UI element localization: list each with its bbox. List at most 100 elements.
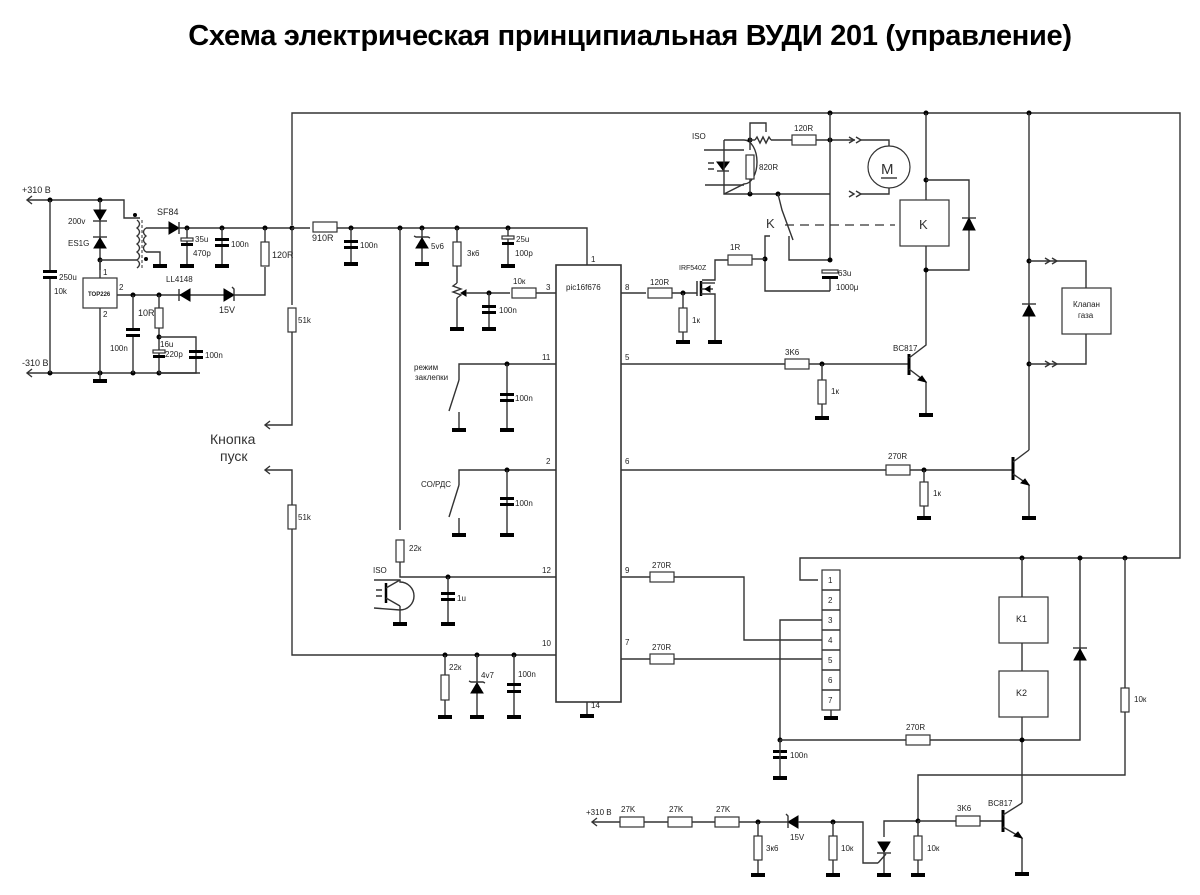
resistor-120r-motor <box>791 134 817 146</box>
label-r10k: 10к <box>513 277 526 286</box>
potentiometer-icon <box>754 135 772 145</box>
zener-5v6-icon <box>415 237 429 249</box>
transformer-icon <box>133 213 148 269</box>
transistor-bc817-icon <box>907 338 928 413</box>
connector-pin: 4 <box>828 636 833 645</box>
resistor-910r <box>312 221 338 233</box>
ic-top226 <box>82 277 118 309</box>
label-cap-motor: 63u <box>838 269 851 278</box>
transistor-bc817-bottom-icon <box>1001 802 1024 872</box>
k-diode-icon <box>1073 647 1087 661</box>
label-c100n-conn: 100n <box>790 751 808 760</box>
pin-label: 2 <box>103 310 108 319</box>
relay-section: K 3K6 1к BC817 <box>621 113 976 420</box>
co-switch[interactable] <box>448 484 460 518</box>
connector-pin: 6 <box>828 676 833 685</box>
transistor-valve-icon <box>1011 449 1031 516</box>
label-c-mode: 100n <box>515 394 533 403</box>
capacitor-input <box>43 270 57 273</box>
resistor-51k-b <box>287 504 297 530</box>
relay-coil-k <box>899 199 950 247</box>
resistor-22k-b <box>440 674 450 701</box>
label-r3k6-bottom: 3к6 <box>766 844 779 853</box>
connector-pin: 7 <box>828 696 833 705</box>
resistor-270r-a <box>649 571 675 583</box>
label-r3k6-bottom-b: 3K6 <box>957 804 972 813</box>
valve-diode-icon <box>1022 303 1036 317</box>
thyristor-icon <box>877 820 918 873</box>
label-relay-contact: K <box>766 216 775 231</box>
label-r10k-bottom-b: 10к <box>927 844 940 853</box>
relay-coil-k2 <box>998 670 1049 718</box>
relay-coil-k1 <box>998 596 1049 644</box>
resistor-1r <box>727 254 753 266</box>
label-bc817-relay: BC817 <box>893 344 918 353</box>
label-c100n: 100n <box>360 241 378 250</box>
pin-label: 2 <box>546 457 551 466</box>
mcu-pic16f676: pic16f676 1 3 11 2 12 10 14 8 5 6 9 7 <box>542 255 630 718</box>
label-cap-out-2: 470p <box>193 249 211 258</box>
mode-switch[interactable] <box>448 379 460 412</box>
psu-section: +310 В -310 В 250u 10k 200v ES1G <box>22 185 295 383</box>
label-r1k-valve: 1к <box>933 489 941 498</box>
resistor-10r <box>154 307 164 329</box>
label-cap-el-2: 220p <box>165 350 183 359</box>
top-bus-wire <box>291 112 1181 581</box>
start-button-section: 51k Кнопка пуск 51k <box>210 228 556 656</box>
regulator-section: 910R 100n 5v6 3к6 100n 10к <box>292 221 588 530</box>
resistor-10k <box>511 287 537 299</box>
label-27k: 27K <box>716 805 731 814</box>
zener-15v-icon <box>223 288 235 302</box>
label-top226: TOP226 <box>88 292 111 298</box>
label-cap-fb: 100n <box>110 344 128 353</box>
pin-label: 14 <box>591 701 600 710</box>
pin-label: 1 <box>591 255 596 264</box>
label-r10: 10R <box>138 308 155 318</box>
resistor-120r <box>260 241 270 267</box>
label-start-button: Кнопка <box>210 431 256 447</box>
resistor-270r-valve <box>885 464 911 476</box>
resistor-51k-a <box>287 307 297 333</box>
label-zener15: 15V <box>219 305 235 315</box>
label-iso-motor: ISO <box>692 132 706 141</box>
resistor-3k6-relay <box>784 358 810 370</box>
label-start-button-2: пуск <box>220 448 248 464</box>
resistor-10k-k <box>1120 687 1130 713</box>
diode-es1g-icon <box>93 237 107 249</box>
label-zener-4v7: 4v7 <box>481 671 494 680</box>
resistor-10k-bottom-a <box>828 835 838 861</box>
mosfet-irf540z-icon <box>696 281 716 340</box>
diode-sf84-icon <box>168 221 180 235</box>
label-es1g: ES1G <box>68 239 89 248</box>
resistor-3k6-bottom-b <box>955 815 981 827</box>
label-51k-a: 51k <box>298 316 312 325</box>
label-r1: 1R <box>730 243 740 252</box>
label-r910: 910R <box>312 233 334 243</box>
label-r22k: 22к <box>409 544 422 553</box>
pin-label: 9 <box>625 566 630 575</box>
label-r22k-b: 22к <box>449 663 462 672</box>
label-tvs: 200v <box>68 217 85 226</box>
switch-section: режим заклепки 100n СО/РДС 100n <box>414 361 556 537</box>
label-r270-b: 270R <box>652 643 671 652</box>
label-r120-motor: 120R <box>794 124 813 133</box>
resistor-1k-gate <box>678 307 688 333</box>
pin-label: 10 <box>542 639 551 648</box>
label-bc817-bottom: BC817 <box>988 799 1013 808</box>
relay-k1-k2: K1 K2 10к <box>917 555 1147 821</box>
label-cap-out2: 100n <box>231 240 249 249</box>
motor-section: ISO 820R 120R M K <box>621 113 911 344</box>
label-r10k-k: 10к <box>1134 695 1147 704</box>
resistor-22k <box>395 539 405 563</box>
flyback-diode-icon <box>962 216 976 231</box>
zener-15v-bottom-icon <box>787 815 799 829</box>
label-c1u: 1u <box>457 594 466 603</box>
resistor-120r-gate <box>647 287 673 299</box>
resistor-3k6 <box>452 241 462 267</box>
bottom-chain: +310 В 27K 27K 27K 3к6 15V 10к <box>586 799 1029 877</box>
pin-label: 8 <box>625 283 630 292</box>
label-mosfet: IRF540Z <box>679 265 707 272</box>
label-zener15-bottom: 15V <box>790 833 805 842</box>
led-icon <box>716 161 730 171</box>
